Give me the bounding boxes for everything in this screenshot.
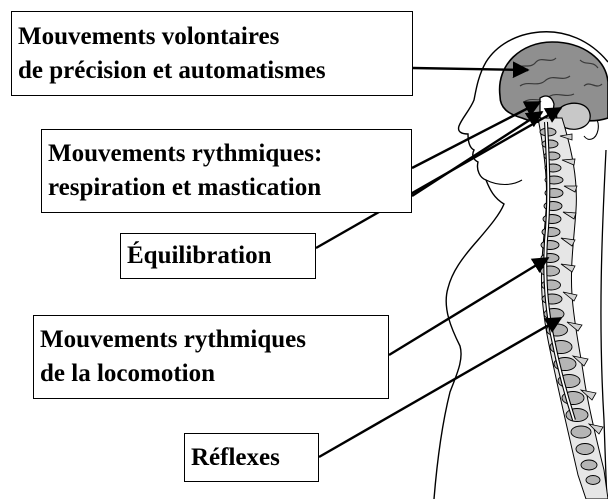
jaw-outline [486, 180, 522, 185]
label-reflexes: Réflexes [184, 433, 319, 482]
label-rhythmic-resp-line2: respiration et mastication [48, 171, 405, 205]
label-voluntary-line1: Mouvements volontaires [18, 20, 406, 54]
back-outline [601, 150, 607, 499]
arrow-rhythmic-respiration [412, 102, 540, 168]
label-reflexes-text: Réflexes [191, 441, 312, 475]
label-equilibration-text: Équilibration [127, 239, 309, 273]
label-voluntary-movements: Mouvements volontaires de précision et a… [11, 11, 413, 96]
label-rhythmic-resp-line1: Mouvements rythmiques: [48, 137, 405, 171]
label-rhythmic-loco-line2: de la locomotion [40, 357, 382, 391]
label-equilibration: Équilibration [120, 233, 316, 279]
label-rhythmic-locomotion: Mouvements rythmiques de la locomotion [33, 315, 389, 399]
label-voluntary-line2: de précision et automatismes [18, 54, 406, 88]
label-rhythmic-respiration-mastication: Mouvements rythmiques: respiration et ma… [41, 129, 412, 213]
label-rhythmic-loco-line1: Mouvements rythmiques [40, 323, 382, 357]
arrow-rhythmic-mastication [412, 112, 542, 196]
